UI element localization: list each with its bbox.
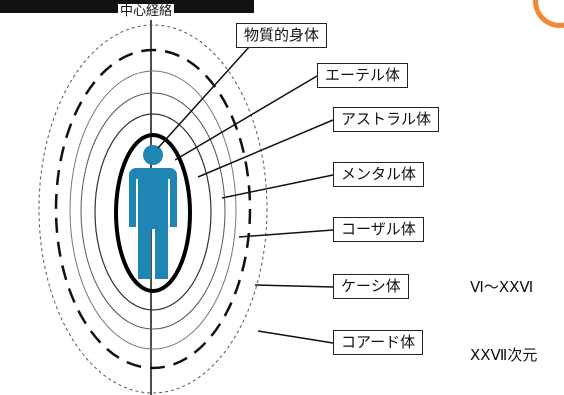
coard-dimension-note: ⅩⅩⅦ次元 (470, 346, 538, 364)
mental-body-label: メンタル体 (333, 162, 425, 187)
central-meridian-label: 中心経絡 (118, 4, 175, 20)
leader-lines (157, 45, 334, 344)
coard-body-ellipse (38, 24, 268, 394)
kasi-dimension-note: Ⅵ～ⅩⅩⅥ (470, 278, 534, 296)
etheric-body-ellipse (114, 133, 192, 293)
mental-body-ellipse (80, 92, 226, 330)
human-figure-icon (129, 145, 177, 279)
causal-body-label: コーザル体 (333, 217, 424, 242)
etheric-body-label: エーテル体 (317, 63, 409, 88)
astral-body-ellipse (94, 113, 212, 311)
astral-body-label: アストラル体 (333, 107, 440, 132)
causal-body-ellipse (69, 70, 237, 350)
coard-body-label: コアード体 (333, 330, 424, 355)
kasi-body-ellipse (54, 48, 252, 370)
kasi-body-label: ケーシ体 (333, 274, 409, 299)
physical-body-label: 物質的身体 (236, 23, 328, 48)
corner-arc-mark (533, 0, 564, 28)
